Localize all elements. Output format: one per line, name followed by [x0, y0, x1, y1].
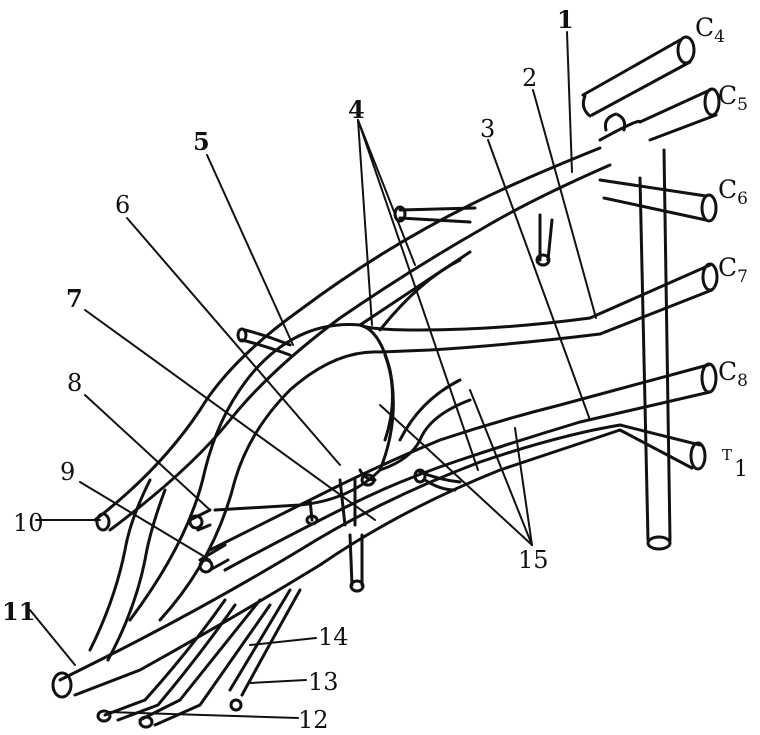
- posterior-cord-loop: [213, 323, 472, 512]
- root-c8-label: C8: [718, 357, 748, 391]
- label-4: 4: [348, 95, 365, 124]
- label-8: 8: [67, 369, 82, 397]
- leader-lines: [29, 31, 597, 719]
- label-5: 5: [193, 127, 210, 156]
- label-9: 9: [60, 458, 75, 486]
- root-c7-label: C7: [718, 253, 748, 287]
- root-labels: C4 C5 C6 C7 C8 T1: [695, 13, 748, 482]
- label-11: 11: [2, 597, 35, 626]
- root-c7-nerve: [588, 262, 719, 336]
- upper-trunk: [93, 146, 612, 532]
- label-14: 14: [318, 623, 349, 651]
- root-c5-label: C5: [718, 81, 748, 115]
- label-6: 6: [115, 191, 130, 219]
- label-10: 10: [13, 509, 44, 537]
- label-2: 2: [522, 64, 537, 92]
- label-12: 12: [298, 706, 329, 734]
- root-c8-nerve: [558, 362, 718, 424]
- small-branches: [88, 213, 554, 662]
- lower-branches: [96, 588, 302, 729]
- root-c6-nerve: [598, 178, 718, 223]
- root-c4-label: C4: [695, 13, 725, 47]
- root-c6-label: C6: [718, 175, 748, 209]
- label-13: 13: [308, 668, 339, 696]
- number-labels: 1 2 3 4 5 6 7 8 9 10 11 12 13 14 15: [2, 5, 574, 734]
- label-15: 15: [518, 546, 549, 574]
- root-t1-label: T1: [722, 446, 748, 482]
- label-3: 3: [480, 115, 495, 143]
- root-c4-nerve: [581, 35, 696, 118]
- sympathetic-trunk: [638, 148, 672, 551]
- root-t1-nerve: [618, 423, 707, 471]
- label-1: 1: [557, 5, 574, 34]
- label-7: 7: [66, 284, 83, 313]
- root-c5-nerve: [598, 87, 721, 142]
